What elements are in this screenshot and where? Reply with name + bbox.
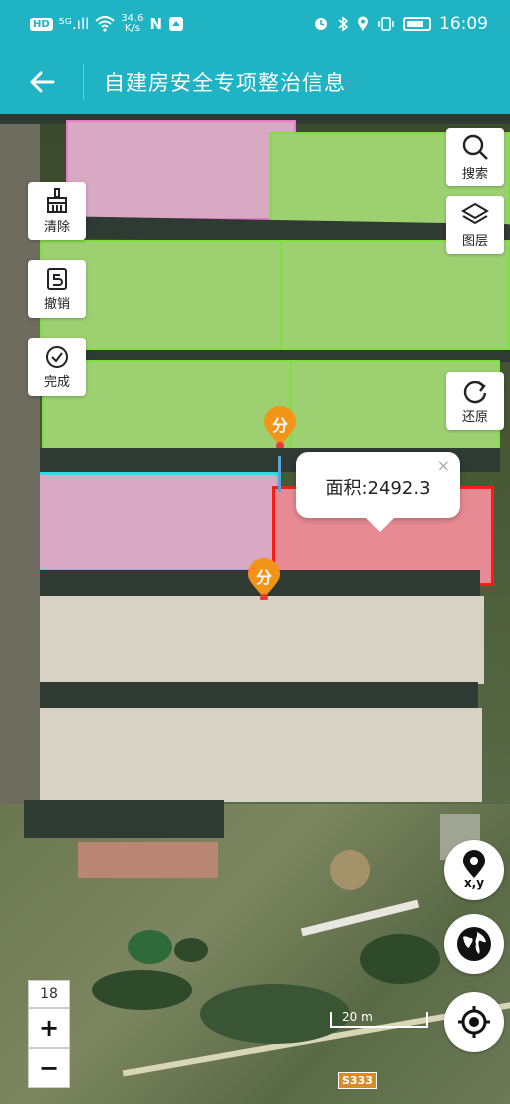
undo-icon [47, 267, 67, 290]
app-notification-icon [169, 17, 184, 31]
restore-button[interactable]: 还原 [446, 372, 504, 430]
map-tree [174, 938, 208, 962]
check-circle-icon [46, 345, 68, 368]
zoom-level: 18 [28, 980, 70, 1008]
nfc-icon: N [149, 15, 163, 33]
broom-icon [47, 187, 67, 213]
search-button[interactable]: 搜索 [446, 128, 504, 186]
globe-icon [457, 927, 491, 961]
globe-button[interactable] [444, 914, 504, 974]
map-dark-strip [40, 350, 510, 362]
speed-unit: K/s [124, 23, 140, 34]
status-bar: HD ⁵ᴳ.ıll 34.6 K/s N [0, 0, 510, 50]
map-tree [330, 850, 370, 890]
network-speed: 34.6 K/s [121, 14, 143, 34]
clock: 16:09 [439, 14, 488, 34]
status-right: 16:09 [313, 14, 488, 34]
popup-close-button[interactable]: × [436, 456, 450, 475]
split-marker[interactable]: 分 [262, 406, 298, 450]
coordinate-content: x,y [461, 850, 487, 890]
map-light-strip [12, 708, 482, 802]
battery-icon [403, 17, 431, 31]
field-green-row2 [40, 240, 510, 350]
back-arrow-icon [30, 71, 54, 93]
map-tree [92, 970, 192, 1010]
wifi-icon [95, 16, 115, 32]
layers-label: 图层 [461, 233, 488, 249]
map-scale-bar [330, 1012, 428, 1028]
vibrate-icon [378, 17, 394, 31]
nav-bar: 自建房安全专项整治信息 [0, 50, 510, 114]
back-button[interactable] [0, 64, 84, 100]
map-tree [200, 984, 350, 1044]
finish-label: 完成 [43, 374, 70, 390]
split-marker[interactable]: 分 [246, 558, 282, 602]
refresh-icon [463, 380, 487, 403]
alarm-icon [315, 18, 327, 30]
signal-icon: ⁵ᴳ.ıll [58, 15, 90, 33]
map-tree [360, 934, 440, 984]
map-light-strip [14, 596, 484, 684]
coordinate-button[interactable]: x,y [444, 840, 504, 900]
zoom-in-button[interactable]: + [28, 1008, 70, 1048]
layers-button[interactable]: 图层 [446, 196, 504, 254]
location-pin-icon [463, 850, 485, 878]
coordinate-label: x,y [463, 876, 485, 890]
my-location-button[interactable] [444, 992, 504, 1052]
crosshair-icon [458, 1006, 490, 1038]
map-dark-strip [24, 800, 224, 838]
map-scale-label: 20 m [342, 1010, 373, 1024]
area-popup: × 面积:2492.3 [296, 452, 460, 532]
clear-button[interactable]: 清除 [28, 182, 86, 240]
undo-label: 撤销 [43, 296, 70, 312]
field-pink-selected [30, 472, 280, 572]
map-dark-strip [14, 682, 478, 708]
finish-button[interactable]: 完成 [28, 338, 86, 396]
speed-value: 34.6 [121, 13, 144, 24]
zoom-out-button[interactable]: − [28, 1048, 70, 1088]
bluetooth-icon [338, 16, 349, 32]
search-label: 搜索 [461, 166, 488, 182]
area-text: 面积:2492.3 [325, 478, 431, 499]
split-marker-label: 分 [271, 416, 288, 435]
search-icon [462, 134, 488, 160]
map-tree [128, 930, 172, 964]
field-pink-top [66, 120, 296, 220]
hd-badge: HD [30, 17, 53, 31]
undo-button[interactable]: 撤销 [28, 260, 86, 318]
map-view[interactable]: 分 分 20 m S333 [0, 114, 510, 1104]
restore-label: 还原 [461, 409, 488, 425]
road-label: S333 [338, 1072, 377, 1089]
split-marker-label: 分 [255, 568, 272, 587]
location-icon [358, 16, 368, 31]
status-left: HD ⁵ᴳ.ıll 34.6 K/s N [30, 14, 184, 34]
clear-label: 清除 [43, 219, 70, 235]
map-building-roof [78, 842, 218, 878]
split-line [278, 456, 281, 492]
map-dark-strip [0, 114, 510, 124]
layers-icon [461, 202, 489, 224]
field-divider [280, 242, 282, 348]
page-title: 自建房安全专项整治信息 [104, 71, 346, 95]
